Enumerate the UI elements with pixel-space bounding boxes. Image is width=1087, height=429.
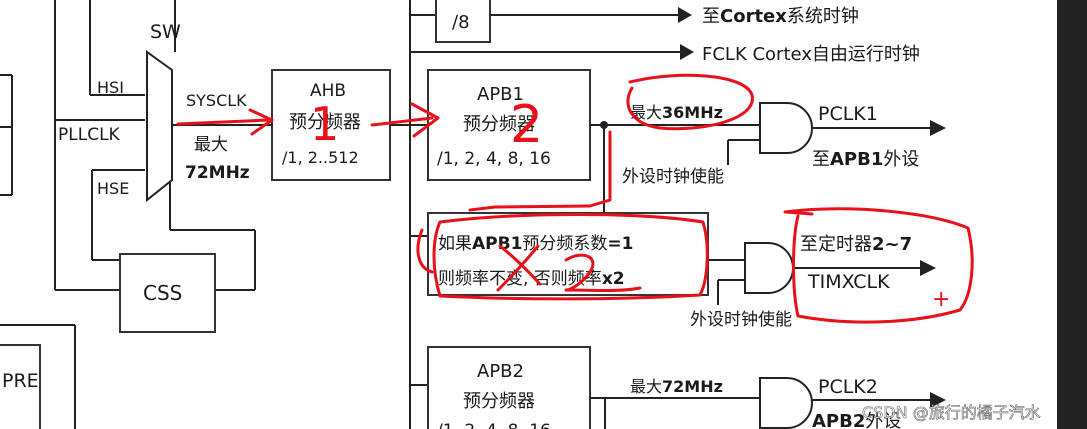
pclk2-label: PCLK2 xyxy=(818,376,878,398)
pclk1-destination: 至APB1外设 xyxy=(812,149,919,170)
hse-label: HSE xyxy=(97,179,129,198)
annotation-number-1: 1 xyxy=(310,97,339,151)
timxclk-label: TIMXCLK xyxy=(807,271,890,293)
pre-label: PRE xyxy=(2,370,39,392)
apb2-prescaler xyxy=(427,346,591,429)
apb1-prescaler xyxy=(427,69,591,181)
pclk1-label: PCLK1 xyxy=(818,103,878,125)
fclk-output-label: FCLK Cortex自由运行时钟 xyxy=(702,44,920,65)
sw-mux xyxy=(146,50,173,203)
apb2-max: 最大72MHz xyxy=(630,377,723,396)
hsi-label: HSI xyxy=(97,78,124,97)
pclk2-arrow xyxy=(930,392,946,408)
pre-block xyxy=(0,344,41,429)
apb1-subtitle: 预分频器 xyxy=(463,114,535,135)
css-label: CSS xyxy=(143,281,182,305)
timx-arrow xyxy=(920,260,936,276)
pclk2-destination: APB2外设 xyxy=(812,411,901,429)
pclk1-and-gate xyxy=(759,102,813,154)
fclk-arrow xyxy=(680,44,694,60)
pllclk-label: PLLCLK xyxy=(58,125,121,145)
timx-and-gate xyxy=(744,242,794,294)
ahb-subtitle: 预分频器 xyxy=(289,112,361,133)
sysclk-max-prefix: 最大 xyxy=(194,135,228,155)
ahb-prescaler xyxy=(271,69,391,181)
apb1-title: APB1 xyxy=(477,84,524,105)
apb2-range: /1, 2, 4, 8, 16 xyxy=(437,421,551,429)
apb1-range: /1, 2, 4, 8, 16 xyxy=(437,149,551,169)
annotation-plus: + xyxy=(932,287,950,312)
timx-destination: 至定时器2~7 xyxy=(800,234,912,255)
timer-multiplier-block xyxy=(427,212,709,296)
csdn-watermark: CSDN @旅行的橘子汽水 xyxy=(862,403,1041,422)
cortex-output-label: 至Cortex系统时钟 xyxy=(702,6,859,27)
sysclk-label: SYSCLK xyxy=(186,91,247,110)
sw-label: SW xyxy=(150,21,181,43)
sysclk-max-value: 72MHz xyxy=(185,163,250,183)
apb1-max: 最大36MHz xyxy=(630,103,723,122)
ahb-range: /1, 2..512 xyxy=(282,148,359,167)
pclk1-enable-label: 外设时钟使能 xyxy=(622,166,724,187)
ahb-title: AHB xyxy=(310,81,346,101)
apb2-title: APB2 xyxy=(477,361,524,382)
pclk2-and-gate xyxy=(759,377,813,429)
apb2-subtitle: 预分频器 xyxy=(463,391,535,412)
annotation-number-2: 2 xyxy=(510,95,543,155)
multiplier-line1: 如果APB1预分频系数=1 xyxy=(438,234,633,254)
multiplier-line2: 则频率不变, 否则频率x2 xyxy=(438,269,625,289)
timx-enable-label: 外设时钟使能 xyxy=(690,309,792,330)
div8-box xyxy=(435,0,491,43)
left-wiring xyxy=(0,0,256,429)
div8-label: /8 xyxy=(452,12,470,33)
right-border xyxy=(1057,0,1087,429)
red-annotations: 1 2 + xyxy=(176,73,974,324)
pclk1-arrow xyxy=(930,120,946,136)
cortex-arrow xyxy=(678,7,692,23)
css-block xyxy=(119,253,216,333)
